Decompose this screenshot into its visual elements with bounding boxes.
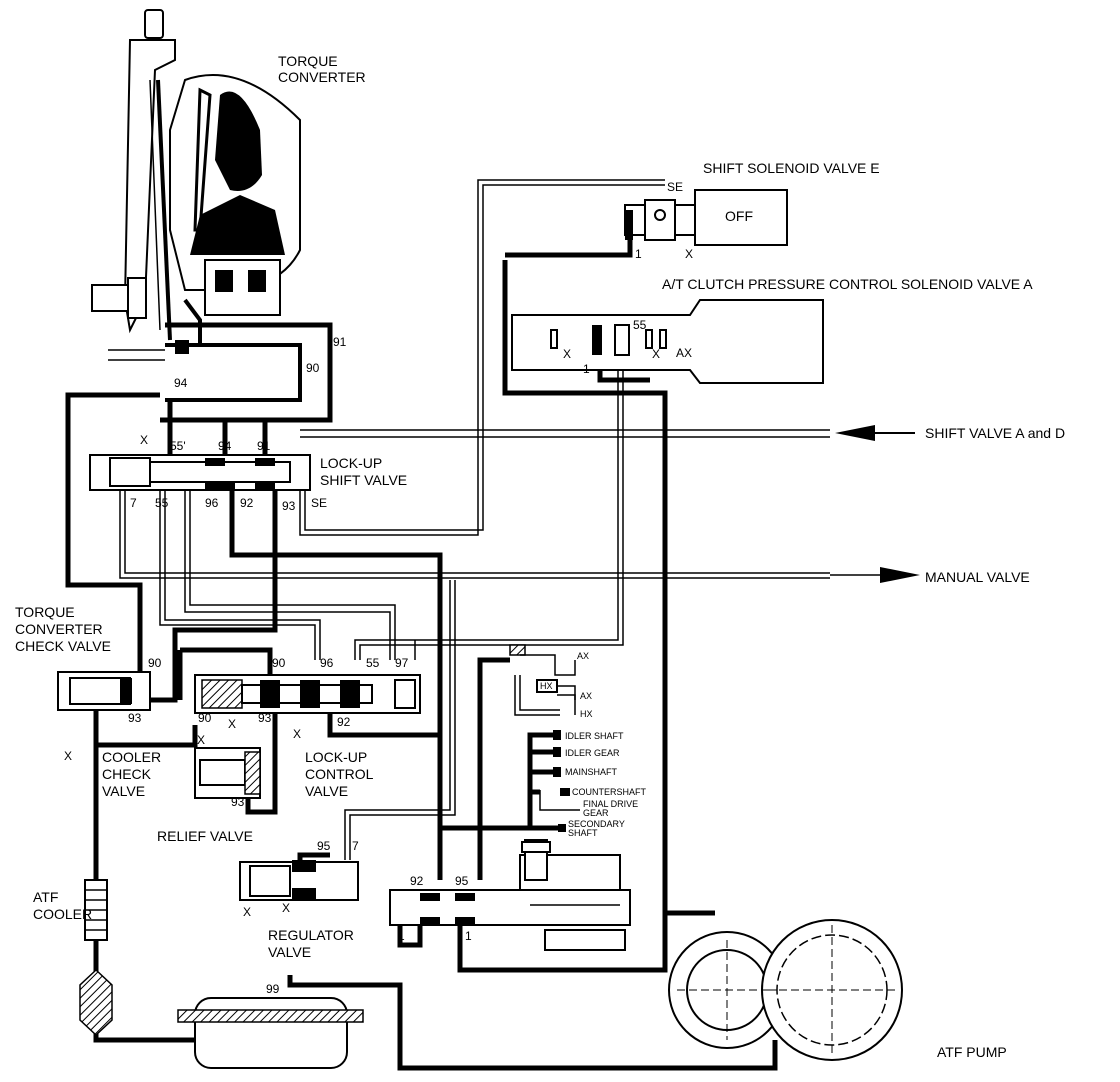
port-rv-x2: X — [282, 901, 290, 915]
port-reg-1a: 1 — [398, 929, 405, 943]
port-94-tc: 94 — [174, 376, 188, 390]
lube-final-drive-1: FINAL DRIVE — [583, 799, 638, 809]
lube-idler-shaft: IDLER SHAFT — [565, 731, 624, 741]
external-arrows — [830, 425, 920, 583]
torque-converter-check-valve — [57, 671, 151, 711]
lube-ax-1: AX — [577, 651, 589, 661]
lube-hx-2: HX — [580, 709, 593, 719]
port-lu-se: SE — [311, 496, 327, 510]
port-clutch-ax: AX — [676, 346, 692, 360]
label-torque-converter-1: TORQUE — [278, 53, 338, 69]
port-rv-x1: X — [243, 905, 251, 919]
port-tcc-93: 93 — [128, 711, 142, 725]
label-lockup-control-valve-3: VALVE — [305, 783, 348, 799]
lockup-control-valve — [194, 674, 421, 714]
label-tc-check-valve-1: TORQUE — [15, 604, 75, 620]
atf-pump — [668, 919, 903, 1061]
port-lu-55p: 55' — [170, 439, 186, 453]
port-lu-96: 96 — [205, 496, 219, 510]
port-lc-x2: X — [293, 727, 301, 741]
label-manual-valve: MANUAL VALVE — [925, 569, 1030, 585]
label-regulator-valve-1: REGULATOR — [268, 927, 354, 943]
lube-mainshaft: MAINSHAFT — [565, 767, 618, 777]
shift-solenoid-valve-e — [624, 189, 788, 246]
thin-fluid-lines — [119, 179, 830, 860]
port-lc-92: 92 — [337, 715, 351, 729]
label-lockup-control-valve-1: LOCK-UP — [305, 749, 367, 765]
port-lc-97: 97 — [395, 656, 409, 670]
label-relief-valve: RELIEF VALVE — [157, 828, 253, 844]
clutch-pressure-solenoid-a — [511, 299, 824, 384]
lockup-shift-valve — [89, 454, 311, 491]
label-clutch-solenoid-a: A/T CLUTCH PRESSURE CONTROL SOLENOID VAL… — [662, 276, 1033, 292]
port-rv-95: 95 — [317, 839, 331, 853]
port-lc-93: 93 — [258, 711, 272, 725]
label-shift-solenoid-e: SHIFT SOLENOID VALVE E — [703, 160, 880, 176]
label-cooler-check-valve-1: COOLER — [102, 749, 161, 765]
label-tc-check-valve-3: CHECK VALVE — [15, 638, 111, 654]
port-lc-x1: X — [228, 717, 236, 731]
label-atf-cooler-2: COOLER — [33, 906, 92, 922]
lube-secondary-2: SHAFT — [568, 828, 598, 838]
lube-distribution — [509, 644, 576, 832]
port-rv-7: 7 — [352, 839, 359, 853]
port-x-sol-e: X — [685, 247, 693, 261]
port-reg-95: 95 — [455, 874, 469, 888]
port-cc-x: X — [197, 733, 205, 747]
port-lu-92: 92 — [240, 496, 254, 510]
lube-secondary-1: SECONDARY — [568, 819, 625, 829]
label-atf-pump: ATF PUMP — [937, 1044, 1007, 1060]
label-cooler-check-valve-2: CHECK — [102, 766, 152, 782]
torque-converter — [91, 9, 333, 423]
label-atf-cooler-1: ATF — [33, 889, 58, 905]
port-lc-55: 55 — [366, 656, 380, 670]
label-tc-check-valve-2: CONVERTER — [15, 621, 103, 637]
label-lockup-shift-valve-2: SHIFT VALVE — [320, 472, 407, 488]
port-reg-92: 92 — [410, 874, 424, 888]
port-99: 99 — [266, 982, 280, 996]
port-lc-90b: 90 — [198, 711, 212, 725]
port-lu-91: 91 — [257, 439, 271, 453]
label-torque-converter-2: CONVERTER — [278, 69, 366, 85]
cooler-check-valve — [194, 747, 261, 799]
port-lc-96: 96 — [320, 656, 334, 670]
port-lu-7: 7 — [130, 496, 137, 510]
port-lu-94: 94 — [218, 439, 232, 453]
port-tcc-90: 90 — [148, 656, 162, 670]
port-tcc-x: X — [64, 749, 72, 763]
label-shift-valve-a-d: SHIFT VALVE A and D — [925, 425, 1065, 441]
atf-cooler — [84, 879, 108, 941]
port-reg-1b: 1 — [465, 929, 472, 943]
lube-ax-2: AX — [580, 691, 592, 701]
port-se-top: SE — [667, 180, 683, 194]
atf-strainer — [79, 968, 113, 1037]
label-cooler-check-valve-3: VALVE — [102, 783, 145, 799]
port-90-tc: 90 — [306, 361, 320, 375]
port-clutch-55: 55 — [633, 318, 647, 332]
port-lu-55: 55 — [155, 496, 169, 510]
label-regulator-valve-2: VALVE — [268, 944, 311, 960]
port-lu-x: X — [140, 433, 148, 447]
lube-final-drive-2: GEAR — [583, 808, 609, 818]
lube-idler-gear: IDLER GEAR — [565, 748, 620, 758]
port-clutch-1: 1 — [583, 362, 590, 376]
label-lockup-control-valve-2: CONTROL — [305, 766, 374, 782]
regulator-valve — [389, 839, 631, 951]
lube-countershaft: COUNTERSHAFT — [572, 787, 647, 797]
lube-hx-1: HX — [540, 681, 553, 691]
port-91-tc: 91 — [333, 335, 347, 349]
relief-valve — [239, 860, 359, 901]
label-lockup-shift-valve-1: LOCK-UP — [320, 455, 382, 471]
port-clutch-x1: X — [563, 347, 571, 361]
port-clutch-x2: X — [652, 347, 660, 361]
atf-reservoir — [177, 997, 364, 1069]
port-lu-93: 93 — [282, 499, 296, 513]
port-lc-90a: 90 — [272, 656, 286, 670]
solenoid-state-off: OFF — [725, 208, 753, 224]
port-1-sol-e: 1 — [635, 247, 642, 261]
port-cc-93: 93 — [231, 795, 245, 809]
